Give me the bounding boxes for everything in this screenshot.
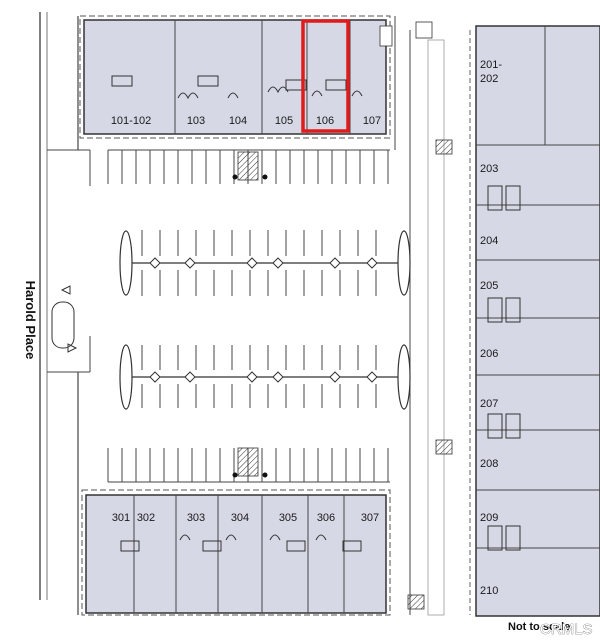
tree-marker-icon <box>272 371 284 383</box>
unit-label-105: 105 <box>275 115 293 127</box>
building-south-outline <box>81 489 391 616</box>
island-end-east <box>397 230 411 296</box>
building-north <box>83 19 387 135</box>
building-south-walls <box>120 495 362 613</box>
restroom-fixture-icon <box>487 525 503 551</box>
island-end-west <box>119 344 133 410</box>
unit-label-106: 106 <box>316 115 334 127</box>
tree-marker-icon <box>246 371 258 383</box>
unit-label-201-202: 202 <box>480 73 498 85</box>
unit-label-204: 204 <box>480 235 498 247</box>
parking-islands <box>119 230 411 410</box>
tree-marker-icon <box>246 257 258 269</box>
restroom-fixture-icon <box>202 540 222 552</box>
restroom-fixture-icon <box>285 79 307 91</box>
tree-marker-icon <box>149 371 161 383</box>
unit-label-104: 104 <box>229 115 247 127</box>
restroom-fixture-icon <box>487 297 503 323</box>
building-south-labels: 301 302 303 304 305 306 307 <box>112 512 379 524</box>
restroom-fixture-icon <box>487 185 503 211</box>
marker-dot <box>262 472 268 478</box>
unit-label-301: 301 <box>112 512 130 524</box>
restroom-fixture-icon <box>111 75 133 87</box>
restroom-fixture-icon <box>505 297 521 323</box>
unit-label-103: 103 <box>187 115 205 127</box>
building-north-walls <box>111 20 363 134</box>
tree-marker-icon <box>366 257 378 269</box>
exit-arrow-icon <box>67 343 78 353</box>
unit-label-107: 107 <box>363 115 381 127</box>
restroom-fixture-icon <box>197 75 219 87</box>
unit-label-306: 306 <box>317 512 335 524</box>
highlight-unit-106 <box>301 19 350 133</box>
restroom-fixture-icon <box>342 540 362 552</box>
door-swing-marks <box>179 534 327 541</box>
building-north-outline <box>79 15 391 139</box>
marker-dot <box>262 174 268 180</box>
building-east <box>475 25 600 617</box>
tree-marker-icon <box>366 371 378 383</box>
east-walkway <box>427 39 445 616</box>
restroom-fixture-icon <box>286 540 306 552</box>
accessible-stall-north <box>237 151 259 181</box>
island-end-east <box>397 344 411 410</box>
building-east-walls <box>476 26 600 551</box>
unit-label-302: 302 <box>137 512 155 524</box>
building-north-labels: 101-102 103 104 105 106 107 <box>111 115 381 127</box>
tree-marker-icon <box>272 257 284 269</box>
tree-marker-icon <box>149 257 161 269</box>
unit-label-304: 304 <box>231 512 249 524</box>
door-swing-marks <box>177 86 363 100</box>
island-end-west <box>119 230 133 296</box>
driveway-median <box>51 301 75 349</box>
trash-enclosure-icon <box>415 21 433 39</box>
unit-label-203: 203 <box>480 163 498 175</box>
watermark: CRMLS <box>540 621 593 638</box>
unit-label-209: 209 <box>480 512 498 524</box>
restroom-fixture-icon <box>487 413 503 439</box>
crosswalk-ne <box>435 139 453 155</box>
tree-marker-icon <box>329 371 341 383</box>
unit-label-206: 206 <box>480 348 498 360</box>
unit-label-208: 208 <box>480 458 498 470</box>
unit-label-205: 205 <box>480 280 498 292</box>
tree-marker-icon <box>329 257 341 269</box>
restroom-fixture-icon <box>120 540 140 552</box>
unit-label-303: 303 <box>187 512 205 524</box>
restroom-fixture-icon <box>325 79 347 91</box>
utility-box-icon <box>379 25 393 47</box>
entry-arrow-icon <box>60 285 71 295</box>
scale-note: Not to scale <box>508 621 570 633</box>
restroom-fixture-icon <box>505 413 521 439</box>
street-label: Harold Place <box>23 281 38 360</box>
parking-stalls <box>107 149 390 483</box>
unit-label-201-202: 201- <box>480 59 502 71</box>
unit-label-207: 207 <box>480 398 498 410</box>
marker-dot <box>232 472 238 478</box>
crosswalk-se <box>435 439 453 455</box>
tree-marker-icon <box>184 257 196 269</box>
unit-label-307: 307 <box>361 512 379 524</box>
unit-label-305: 305 <box>279 512 297 524</box>
unit-label-101-102: 101-102 <box>111 115 151 127</box>
crosswalk-s <box>407 594 425 610</box>
building-east-labels: 201- 202 203 204 205 206 207 208 209 210 <box>480 59 502 597</box>
tree-marker-icon <box>184 371 196 383</box>
marker-dot <box>232 174 238 180</box>
building-south <box>85 494 387 614</box>
restroom-fixture-icon <box>505 525 521 551</box>
restroom-fixture-icon <box>505 185 521 211</box>
accessible-stall-south <box>237 447 259 477</box>
unit-label-210: 210 <box>480 585 498 597</box>
